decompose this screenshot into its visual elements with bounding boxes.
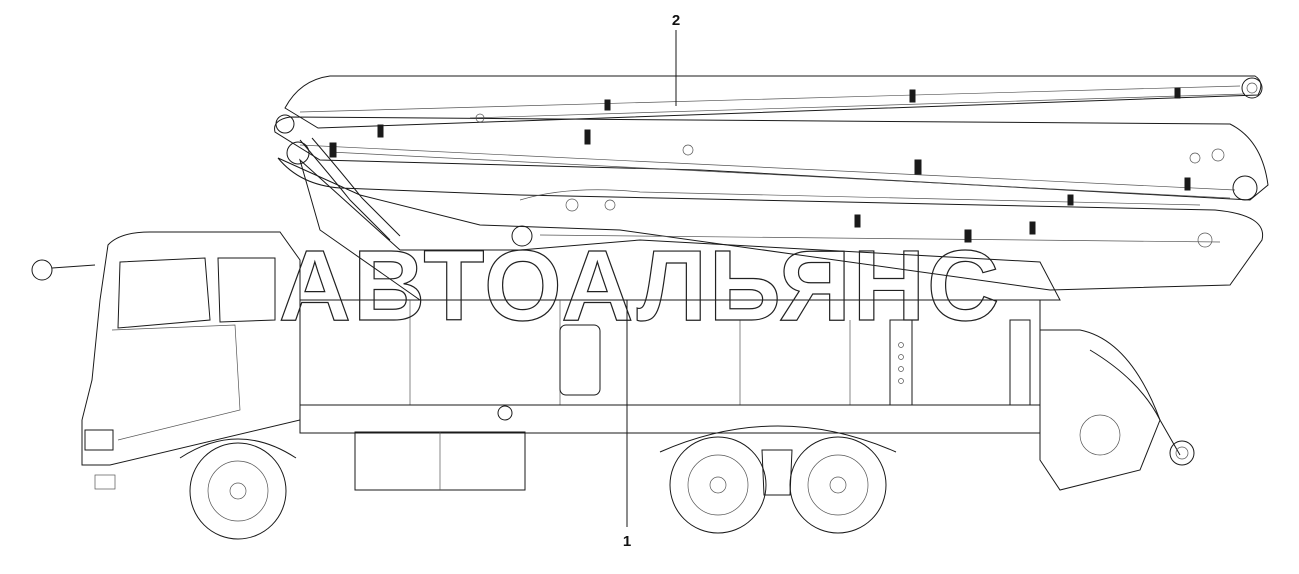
boom-section-top bbox=[284, 75, 1262, 129]
cab-door bbox=[111, 324, 241, 441]
truck-cab bbox=[31, 231, 301, 490]
cab-step bbox=[94, 474, 116, 490]
pipe-clamp-tip bbox=[1241, 77, 1263, 99]
cab-window bbox=[217, 257, 276, 323]
delivery-pipe bbox=[299, 139, 391, 241]
callout-1: 1 bbox=[623, 300, 631, 550]
tandem-spring bbox=[761, 449, 793, 496]
front-wheel bbox=[189, 442, 287, 540]
boom-base-arm bbox=[299, 158, 1061, 301]
side-mirror bbox=[31, 259, 53, 281]
truck-chassis bbox=[299, 299, 1195, 491]
boom-section-lower bbox=[277, 157, 1264, 291]
pipe-clamp-joint-4 bbox=[511, 225, 533, 247]
watermark-text: АВТОАЛЬЯНС bbox=[279, 230, 1002, 342]
rear-pipe-clamp bbox=[1169, 440, 1195, 466]
chassis-frame bbox=[299, 404, 1041, 434]
boom-brackets bbox=[329, 87, 1191, 243]
pipe-clamp-joint-2 bbox=[286, 141, 310, 165]
callout-2-label: 2 bbox=[672, 12, 680, 29]
rear-hopper bbox=[1039, 329, 1161, 491]
callout-2: 2 bbox=[672, 12, 680, 106]
wheels bbox=[179, 425, 897, 540]
cab-windshield bbox=[117, 257, 211, 329]
pipe-clamp-joint-1 bbox=[275, 114, 295, 134]
boom-assembly bbox=[274, 75, 1269, 301]
rear-outrigger bbox=[889, 319, 913, 406]
water-tank bbox=[559, 324, 601, 396]
rear-wheel-1 bbox=[669, 436, 767, 534]
pipe-clamp-joint-3 bbox=[1232, 175, 1258, 201]
boom-section-middle bbox=[274, 116, 1269, 201]
cab-body bbox=[81, 231, 301, 466]
rear-wheel-2 bbox=[789, 436, 887, 534]
rear-delivery-elbow bbox=[1089, 349, 1181, 456]
pressure-gauge bbox=[497, 405, 513, 421]
callout-1-label: 1 bbox=[623, 533, 631, 550]
cab-grille bbox=[84, 429, 114, 451]
front-outrigger bbox=[1009, 319, 1031, 406]
